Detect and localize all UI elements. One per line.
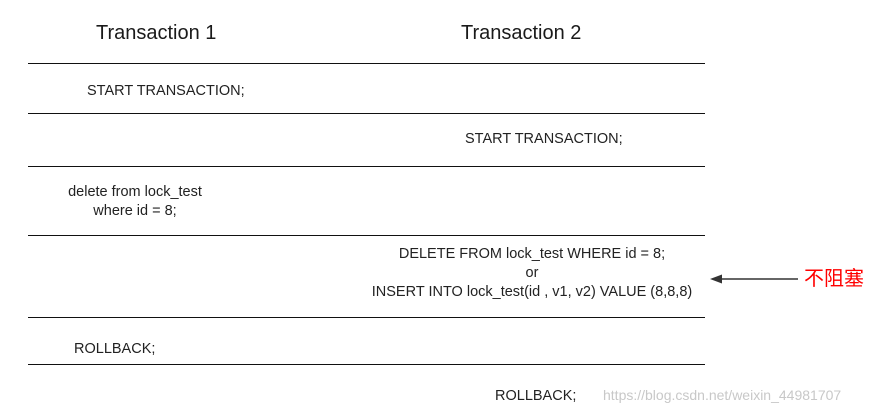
t2-insert-line: INSERT INTO lock_test(id , v1, v2) VALUE… [371, 284, 693, 300]
t1-delete-statement: delete from lock_test where id = 8; [40, 183, 230, 221]
t2-start-transaction: START TRANSACTION; [465, 131, 623, 147]
t1-delete-line-2: where id = 8; [93, 203, 177, 219]
watermark: https://blog.csdn.net/weixin_44981707 [603, 387, 842, 403]
separator-line [28, 63, 705, 64]
t1-start-transaction: START TRANSACTION; [87, 83, 245, 99]
separator-line [28, 235, 705, 236]
non-blocking-annotation: 不阻塞 [804, 268, 864, 290]
separator-line [28, 113, 705, 114]
transaction-1-header: Transaction 1 [96, 22, 217, 44]
t1-delete-line-1: delete from lock_test [68, 184, 202, 200]
t2-delete-or-insert-statement: DELETE FROM lock_test WHERE id = 8; or I… [352, 245, 712, 302]
transaction-2-header: Transaction 2 [461, 22, 582, 44]
t2-delete-line: DELETE FROM lock_test WHERE id = 8; [398, 246, 666, 262]
separator-line [28, 166, 705, 167]
separator-line [28, 364, 705, 365]
t2-rollback: ROLLBACK; [495, 388, 577, 404]
separator-line [28, 317, 705, 318]
t2-or-line: or [525, 265, 539, 281]
left-arrow-icon [708, 270, 800, 288]
t1-rollback: ROLLBACK; [74, 341, 156, 357]
